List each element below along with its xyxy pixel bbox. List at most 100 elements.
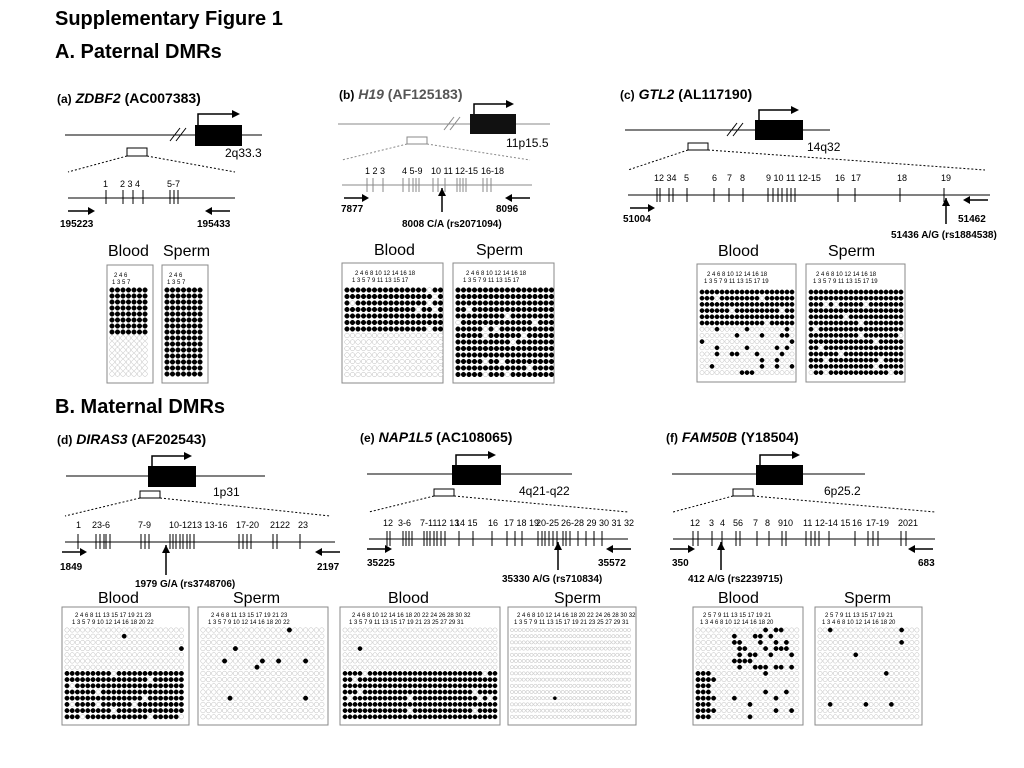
methylated-cpg-dot — [744, 314, 750, 320]
methylated-cpg-dot — [168, 683, 174, 689]
methylated-cpg-dot — [466, 339, 472, 345]
unmethylated-cpg-dot — [611, 652, 616, 657]
unmethylated-cpg-dot — [355, 358, 361, 365]
unmethylated-cpg-dot — [794, 652, 800, 658]
unmethylated-cpg-dot — [584, 677, 588, 682]
unmethylated-cpg-dot — [754, 364, 760, 369]
unmethylated-cpg-dot — [116, 664, 122, 670]
unmethylated-cpg-dot — [537, 696, 542, 701]
unmethylated-cpg-dot — [265, 677, 271, 683]
methylated-cpg-dot — [432, 300, 438, 306]
methylated-cpg-dot — [399, 287, 405, 293]
unmethylated-cpg-dot — [415, 339, 422, 345]
unmethylated-cpg-dot — [243, 689, 249, 695]
unmethylated-cpg-dot — [747, 695, 753, 701]
methylated-cpg-dot — [488, 339, 494, 345]
methylated-cpg-dot — [888, 364, 894, 369]
unmethylated-cpg-dot — [121, 652, 127, 658]
unmethylated-cpg-dot — [822, 652, 828, 658]
unmethylated-cpg-dot — [357, 689, 363, 695]
methylated-cpg-dot — [131, 323, 137, 329]
methylated-cpg-dot — [427, 714, 433, 720]
unmethylated-cpg-dot — [789, 333, 795, 338]
methylated-cpg-dot — [303, 658, 309, 664]
unmethylated-cpg-dot — [69, 633, 75, 639]
methylated-cpg-dot — [355, 319, 361, 326]
unmethylated-cpg-dot — [909, 640, 915, 645]
methylated-cpg-dot — [543, 306, 549, 313]
methylated-cpg-dot — [125, 293, 132, 299]
unmethylated-cpg-dot — [705, 658, 711, 664]
unmethylated-cpg-dot — [517, 628, 522, 632]
methylated-cpg-dot — [137, 701, 143, 707]
unmethylated-cpg-dot — [270, 701, 276, 707]
methylated-cpg-dot — [813, 370, 819, 375]
unmethylated-cpg-dot — [599, 634, 604, 639]
unmethylated-cpg-dot — [173, 664, 179, 670]
unmethylated-cpg-dot — [482, 658, 488, 664]
unmethylated-cpg-dot — [211, 646, 217, 652]
unmethylated-cpg-dot — [549, 659, 553, 663]
methylated-cpg-dot — [768, 652, 774, 658]
methylated-cpg-dot — [888, 308, 894, 313]
unmethylated-cpg-dot — [205, 683, 211, 689]
methylated-cpg-dot — [163, 701, 169, 707]
unmethylated-cpg-dot — [580, 665, 585, 670]
methylated-cpg-dot — [417, 683, 423, 689]
unmethylated-cpg-dot — [397, 640, 403, 645]
unmethylated-cpg-dot — [754, 345, 760, 351]
cpg-label: 17 — [851, 173, 861, 183]
methylated-cpg-dot — [739, 314, 745, 320]
methylated-cpg-dot — [898, 289, 904, 295]
unmethylated-cpg-dot — [533, 696, 538, 701]
unmethylated-cpg-dot — [615, 714, 620, 719]
unmethylated-cpg-dot — [238, 708, 244, 714]
unmethylated-cpg-dot — [716, 695, 722, 701]
methylated-cpg-dot — [357, 646, 363, 651]
unmethylated-cpg-dot — [292, 670, 298, 676]
unmethylated-cpg-dot — [768, 714, 774, 720]
unmethylated-cpg-dot — [308, 701, 314, 707]
unmethylated-cpg-dot — [238, 695, 244, 701]
methylated-cpg-dot — [95, 683, 101, 689]
unmethylated-cpg-dot — [529, 708, 534, 713]
methylated-cpg-dot — [437, 300, 444, 306]
unmethylated-cpg-dot — [427, 658, 433, 664]
unmethylated-cpg-dot — [200, 677, 206, 683]
methylated-cpg-dot — [789, 652, 795, 658]
unmethylated-cpg-dot — [492, 658, 498, 664]
unmethylated-cpg-dot — [125, 371, 132, 377]
methylated-cpg-dot — [164, 365, 170, 371]
unmethylated-cpg-dot — [265, 683, 271, 689]
methylated-cpg-dot — [460, 306, 467, 313]
unmethylated-cpg-dot — [344, 345, 350, 352]
methylated-cpg-dot — [472, 695, 478, 701]
unmethylated-cpg-dot — [525, 696, 530, 701]
unmethylated-cpg-dot — [125, 359, 132, 365]
methylated-cpg-dot — [432, 708, 438, 713]
methylated-cpg-dot — [779, 333, 785, 338]
methylated-cpg-dot — [499, 371, 505, 378]
methylated-cpg-dot — [828, 351, 834, 357]
methylated-cpg-dot — [125, 323, 132, 329]
methylated-cpg-dot — [462, 677, 468, 682]
methylated-cpg-dot — [537, 352, 544, 358]
methylated-cpg-dot — [455, 300, 461, 306]
methylated-cpg-dot — [121, 695, 127, 701]
unmethylated-cpg-dot — [521, 708, 526, 713]
unmethylated-cpg-dot — [769, 345, 775, 351]
methylated-cpg-dot — [460, 287, 467, 293]
unmethylated-cpg-dot — [132, 652, 138, 658]
methylated-cpg-dot — [492, 683, 498, 689]
unmethylated-cpg-dot — [286, 652, 292, 658]
unmethylated-cpg-dot — [525, 714, 530, 719]
methylated-cpg-dot — [749, 295, 755, 301]
methylated-cpg-dot — [471, 339, 478, 345]
methylated-cpg-dot — [532, 326, 538, 332]
methylated-cpg-dot — [858, 345, 864, 351]
methylated-cpg-dot — [510, 345, 516, 352]
unmethylated-cpg-dot — [744, 333, 750, 338]
unmethylated-cpg-dot — [388, 332, 394, 339]
unmethylated-cpg-dot — [904, 664, 910, 670]
methylated-cpg-dot — [763, 627, 769, 633]
